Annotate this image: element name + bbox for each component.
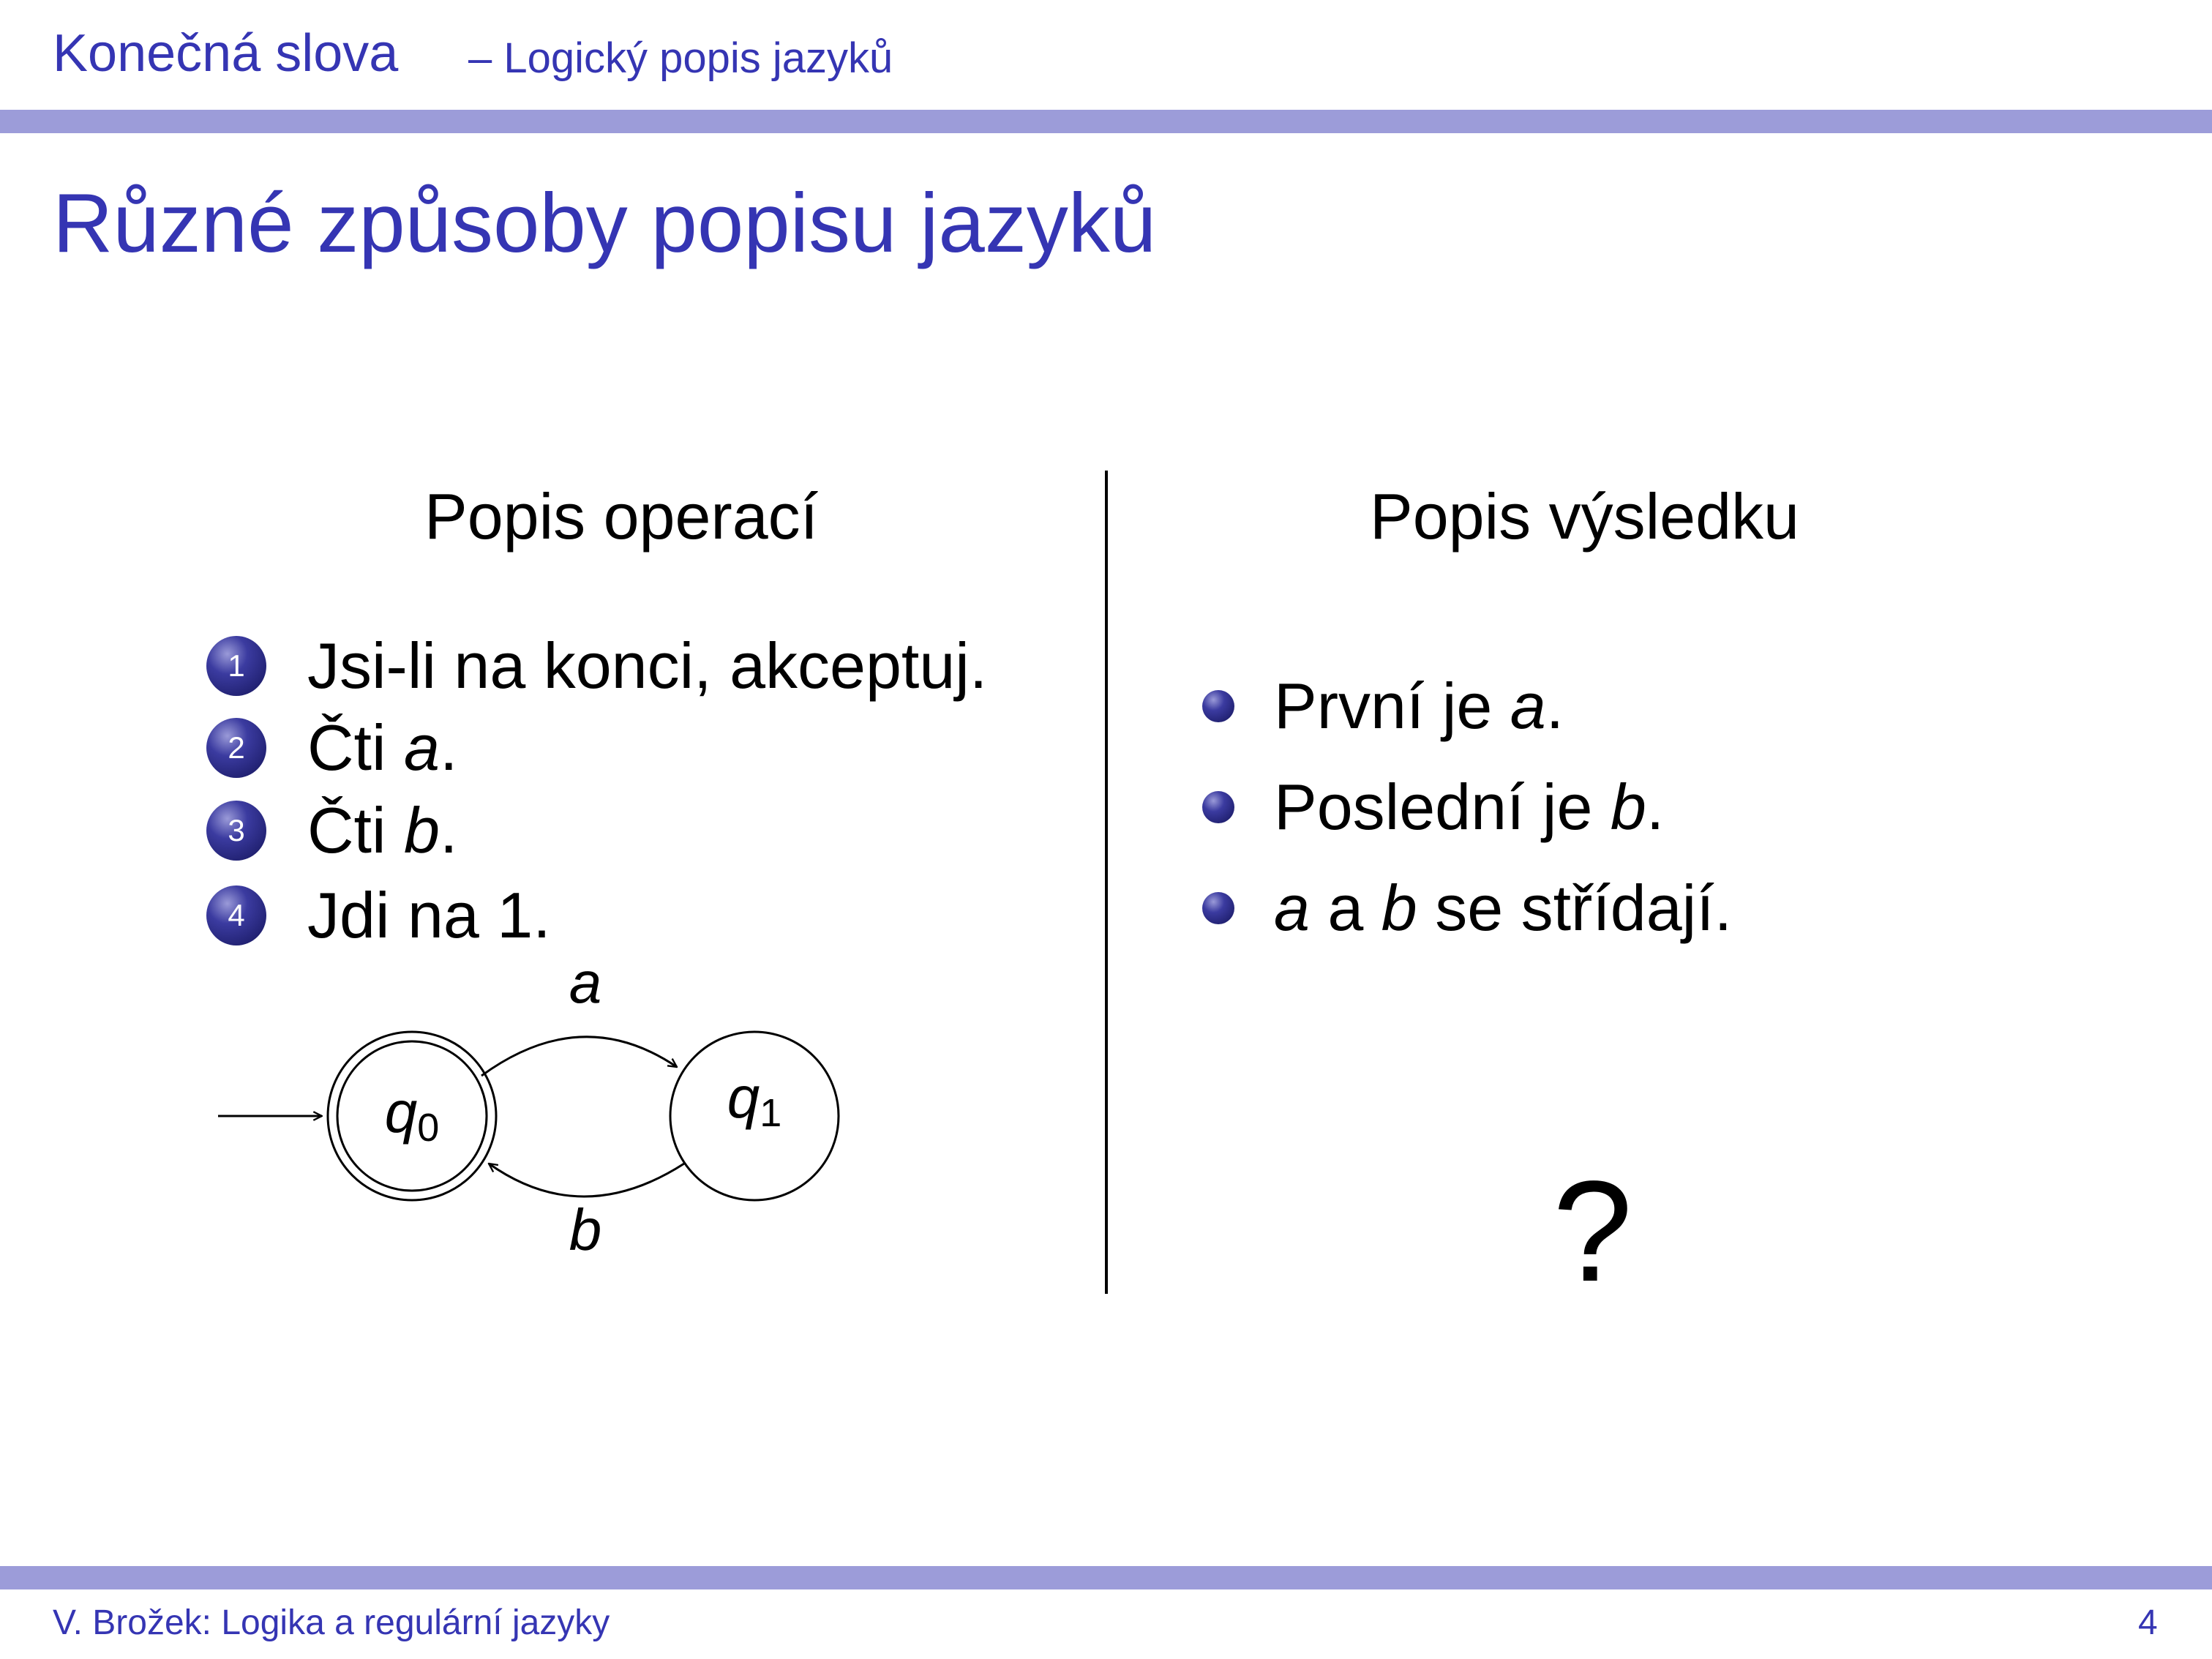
enum-number-ball: 3 [206, 801, 266, 861]
transition-label: a [569, 950, 602, 1015]
header-bar [0, 110, 2212, 133]
transition-q0-q1 [481, 1036, 677, 1077]
state-inner-circle [336, 1040, 488, 1192]
column-divider [1105, 471, 1108, 1294]
text-run-italic: b [404, 794, 440, 866]
state-label: q0 [385, 1079, 440, 1150]
state-name: q [385, 1079, 418, 1145]
text-run: Jdi na 1. [307, 879, 551, 951]
enum-number-ball: 2 [206, 718, 266, 778]
text-run-italic: a [1510, 670, 1546, 742]
text-run: se střídají. [1417, 872, 1733, 944]
text-run: Čti [307, 711, 404, 784]
header-subsection-title: – Logický popis jazyků [468, 34, 893, 82]
state-name: q [727, 1065, 760, 1130]
left-column-heading: Popis operací [424, 480, 819, 553]
state-outer-circle [326, 1030, 498, 1202]
enum-item-text: Čti b. [307, 793, 457, 868]
text-run: . [439, 711, 458, 784]
text-run-italic: a [404, 711, 440, 784]
header-section-title: Konečná slova [53, 24, 399, 83]
text-run: První je [1274, 670, 1510, 742]
question-mark: ? [1553, 1151, 1633, 1311]
state-subscript: 1 [760, 1091, 781, 1135]
text-run: . [1646, 771, 1665, 843]
page-number: 4 [2138, 1603, 2158, 1642]
state-subscript: 0 [417, 1106, 439, 1150]
text-run-italic: b [1610, 771, 1646, 843]
bullet-ball-icon [1202, 690, 1234, 722]
bullet-item-text: Poslední je b. [1274, 770, 1664, 845]
text-run: a [1309, 872, 1381, 944]
enum-item: 3 Čti b. [206, 790, 457, 871]
right-column-heading: Popis výsledku [1370, 480, 1799, 553]
text-run-italic: a [1274, 872, 1310, 944]
state-label: q1 [727, 1065, 782, 1135]
slide-title: Různé způsoby popisu jazyků [53, 177, 1157, 270]
bullet-item: Poslední je b. [1202, 767, 1664, 847]
enum-item: 1 Jsi-li na konci, akceptuj. [206, 626, 987, 706]
bullet-item-text: a a b se střídají. [1274, 871, 1732, 945]
bullet-ball-icon [1202, 791, 1234, 823]
footer-bar [0, 1566, 2212, 1589]
bullet-item-text: První je a. [1274, 669, 1564, 744]
transition-q1-q0 [489, 1164, 685, 1198]
automaton-diagram: q0 q1 a b [218, 950, 840, 1262]
bullet-ball-icon [1202, 892, 1234, 924]
state-q1: q1 [669, 1030, 840, 1202]
bullet-item: První je a. [1202, 666, 1564, 746]
enum-item-text: Jsi-li na konci, akceptuj. [307, 629, 987, 703]
enum-item-text: Čti a. [307, 711, 457, 785]
text-run: Čti [307, 794, 404, 866]
text-run: Poslední je [1274, 771, 1611, 843]
enum-item: 2 Čti a. [206, 708, 457, 788]
text-run: Jsi-li na konci, akceptuj. [307, 629, 988, 702]
state-circle [669, 1030, 840, 1202]
transition-label: b [569, 1197, 602, 1262]
text-run-italic: b [1381, 872, 1417, 944]
enum-number-ball: 4 [206, 885, 266, 945]
bullet-item: a a b se střídají. [1202, 868, 1732, 948]
text-run: . [1545, 670, 1564, 742]
enum-number-ball: 1 [206, 636, 266, 696]
text-run: . [439, 794, 458, 866]
enum-item: 4 Jdi na 1. [206, 875, 551, 956]
state-q0: q0 [326, 1030, 498, 1202]
enum-item-text: Jdi na 1. [307, 878, 551, 953]
footer-author-title: V. Brožek: Logika a regulární jazyky [53, 1603, 610, 1642]
